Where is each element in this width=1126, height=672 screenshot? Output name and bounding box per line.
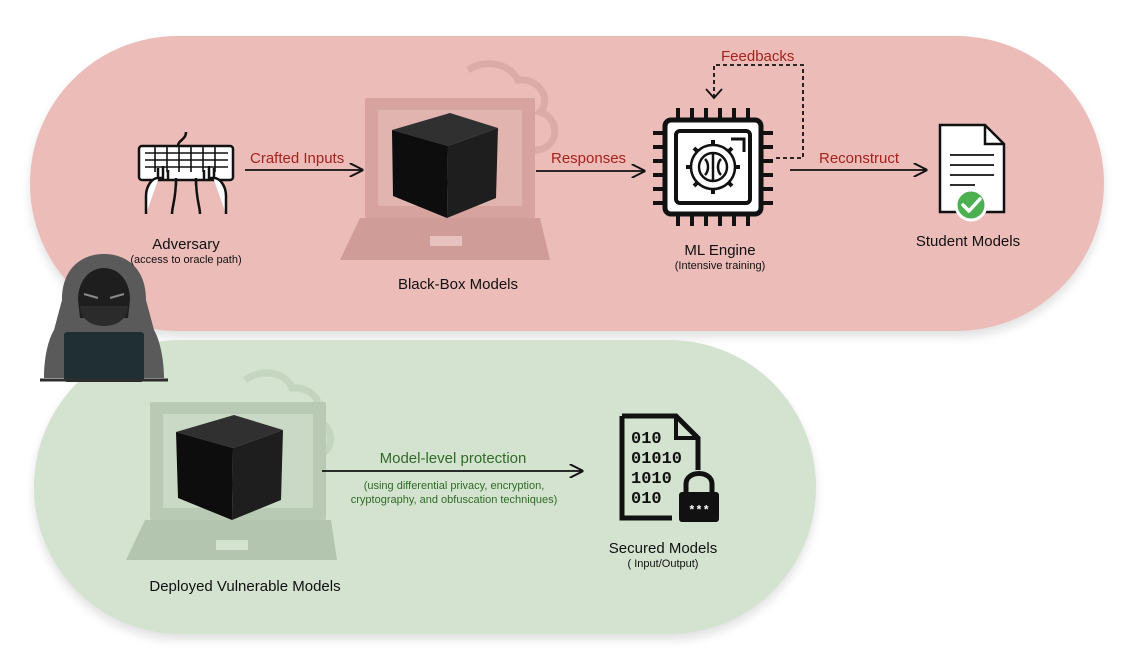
protection-label: Model-level protection bbox=[379, 450, 527, 467]
brain-gear-icon bbox=[686, 137, 746, 194]
black-box-cube-icon bbox=[392, 113, 498, 218]
binary-line-2: 01010 bbox=[631, 450, 682, 469]
feedbacks-label: Feedbacks bbox=[721, 48, 795, 65]
lock-text: *** bbox=[688, 504, 710, 518]
binary-line-4: 010 bbox=[631, 490, 662, 509]
binary-line-3: 1010 bbox=[631, 470, 672, 489]
adversary-label: Adversary bbox=[152, 236, 220, 253]
keyboard-hands-icon bbox=[137, 131, 235, 215]
protection-note-line-1: (using differential privacy, encryption, bbox=[363, 480, 545, 492]
responses-label: Responses bbox=[551, 150, 627, 167]
ml-engine-sublabel: (Intensive training) bbox=[674, 260, 766, 272]
attack-panel bbox=[30, 36, 1104, 331]
binary-file-icon bbox=[619, 413, 701, 521]
reconstruct-label: Reconstruct bbox=[819, 150, 900, 167]
adversary-sublabel: (access to oracle path) bbox=[130, 254, 242, 266]
binary-line-1: 010 bbox=[631, 430, 662, 449]
ml-engine-label: ML Engine bbox=[684, 242, 756, 259]
document-icon bbox=[938, 123, 1006, 214]
black-box-label: Black-Box Models bbox=[397, 276, 519, 293]
crafted-inputs-label: Crafted Inputs bbox=[250, 150, 345, 167]
secured-models-label: Secured Models bbox=[608, 540, 718, 557]
black-box-cube-icon-bottom bbox=[176, 415, 283, 520]
protection-note-line-2: cryptography, and obfuscation techniques… bbox=[350, 494, 558, 506]
checkmark-icon bbox=[954, 188, 988, 222]
student-models-label: Student Models bbox=[915, 233, 1021, 250]
lock-icon bbox=[679, 471, 719, 522]
secured-models-sublabel: ( Input/Output) bbox=[627, 558, 699, 570]
hacker-icon bbox=[40, 254, 168, 382]
deployed-label: Deployed Vulnerable Models bbox=[149, 578, 341, 595]
